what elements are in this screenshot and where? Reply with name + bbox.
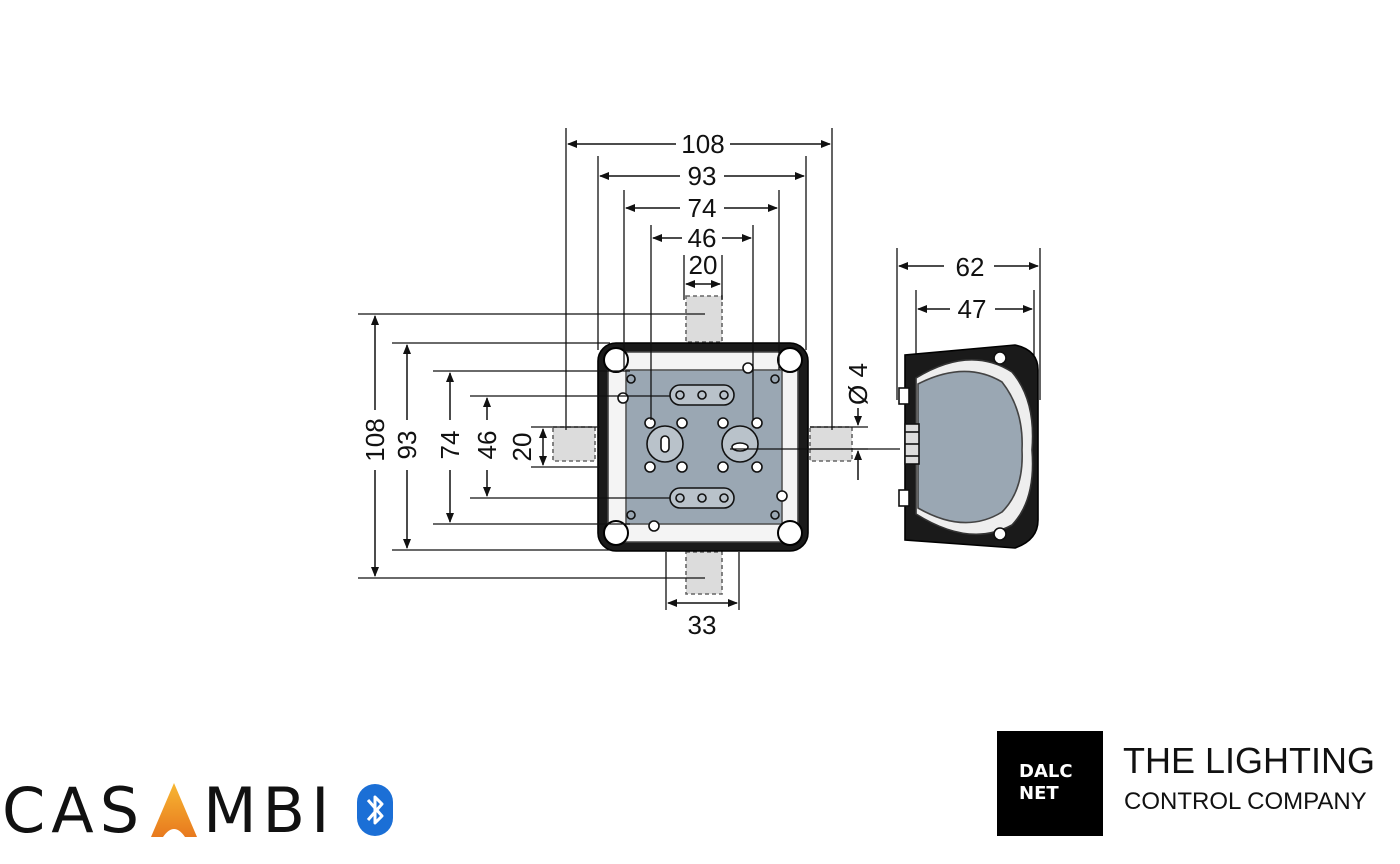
side-view: [896, 248, 1041, 549]
dalcnet-logo-box: DALC NET: [997, 731, 1103, 836]
extension-lines: [358, 128, 900, 610]
dalcnet-tagline-2: CONTROL COMPANY: [1124, 788, 1367, 815]
height-dimension-lines: [371, 315, 862, 577]
dim-height-74: 74: [435, 431, 465, 460]
dim-width-74: 74: [688, 193, 717, 223]
width-dimension-labels: 108 93 74 46 20 33: [681, 129, 724, 640]
dim-height-20: 20: [507, 433, 537, 462]
casambi-logo-left: CAS: [2, 773, 146, 847]
side-dimension-labels: 62 47: [956, 252, 987, 324]
casambi-logo: CAS MBI: [2, 770, 395, 850]
dim-height-93: 93: [392, 431, 422, 460]
side-dimension-lines: [898, 262, 1039, 313]
dim-width-20: 20: [689, 250, 718, 280]
height-dimension-labels: 108 93 74 46 20 Ø 4: [360, 363, 873, 462]
dim-width-108: 108: [681, 129, 724, 159]
dalcnet-tagline-1: THE LIGHTING: [1123, 740, 1376, 781]
bluetooth-icon: [357, 784, 394, 836]
dim-hole-diameter: Ø 4: [843, 363, 873, 405]
dim-height-108: 108: [360, 418, 390, 461]
dim-depth-62: 62: [956, 252, 985, 282]
dalcnet-logo-line2: NET: [1019, 783, 1059, 804]
dim-width-46: 46: [688, 223, 717, 253]
dim-height-46: 46: [472, 431, 502, 460]
casambi-logo-right: MBI: [203, 773, 336, 847]
width-dimension-lines: [567, 140, 831, 607]
dalcnet-logo-line1: DALC: [1019, 761, 1073, 782]
dim-width-93: 93: [688, 161, 717, 191]
dim-depth-47: 47: [958, 294, 987, 324]
casambi-a-mark: [151, 783, 198, 837]
dim-bottom-33: 33: [688, 610, 717, 640]
